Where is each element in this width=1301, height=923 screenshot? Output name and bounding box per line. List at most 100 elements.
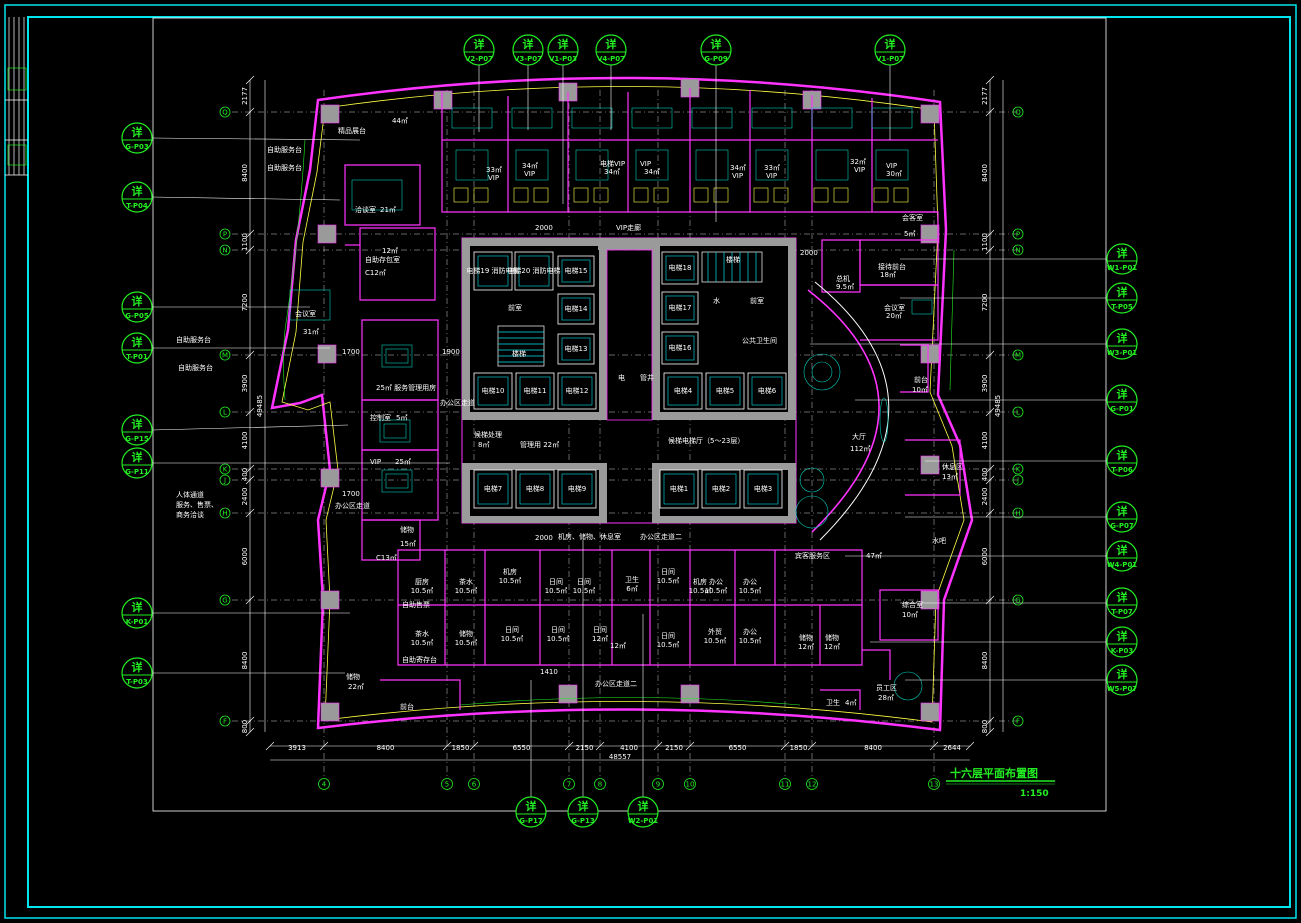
col-label-5: 5 (445, 781, 449, 789)
office-8-name: 办公 (743, 577, 757, 586)
marker-ref-left-0: G-P03 (125, 143, 149, 151)
vip-table-6 (811, 107, 853, 129)
office-10-area: 10.5㎡ (411, 639, 434, 647)
right-room-5-name: 大厅 (852, 432, 866, 441)
vdim-tick-1 (245, 107, 255, 117)
vdim-value-right_dims-8: 6000 (981, 548, 989, 566)
left-note-6: 服务、售票、 (176, 500, 218, 509)
hdim-value-4: 2150 (576, 744, 594, 752)
vip-room-7-area: 32㎡ (850, 158, 866, 166)
office-12-name: 日间 (505, 626, 519, 634)
lobby-round-table (803, 353, 841, 391)
left-table-top-2 (383, 423, 407, 439)
row-label-left-F: F (223, 718, 227, 726)
partitions (344, 88, 961, 710)
office-19-name: 储物 (825, 633, 839, 642)
left-room-5: C12㎡ (365, 269, 386, 277)
office-17-area: 10.5㎡ (739, 637, 762, 645)
marker-glyph-right-4: 详 (1117, 448, 1128, 462)
marker-ref-right-1: T-P05 (1111, 303, 1133, 311)
office-17-name: 办公 (743, 627, 757, 636)
left-room-7-area: 5㎡ (396, 414, 407, 422)
hdim-value-0: 3913 (288, 744, 306, 752)
vip-door-0 (453, 187, 469, 203)
vip-table-4 (691, 107, 733, 129)
marker-glyph-left-1: 详 (132, 184, 143, 198)
left-note-2: 自助服务台 (267, 163, 302, 172)
col-bubble-7 (563, 778, 575, 790)
marker-circle-bottom-2 (627, 796, 659, 828)
stair-label-right: 楼梯 (726, 255, 740, 264)
marker-circle-right-1 (1106, 282, 1138, 314)
vdim-tick-3 (245, 245, 255, 255)
office-11-name: 储物 (459, 629, 473, 638)
right-room-11-area: 4㎡ (845, 699, 856, 707)
left-room-11: C13㎡ (376, 554, 397, 562)
marker-ref-bottom-0: G-P17 (519, 817, 543, 825)
row-label-left-K: K (223, 466, 228, 474)
lift-shaft-tl4-0 (557, 293, 595, 325)
marker-ref-top-2: V1-P03 (549, 55, 577, 63)
vdim-tick-2 (245, 229, 255, 239)
office-0-area: 10.5㎡ (411, 587, 434, 595)
corridor-mid-prefix: 机房、储物、休息室 (558, 532, 621, 541)
office-19-area: 12㎡ (824, 643, 840, 651)
hdim-value-10: 2644 (943, 744, 961, 752)
vip-room-8-name: VIP (886, 162, 897, 170)
right-room-3-name: 会客室 (902, 213, 923, 222)
right-room-10-area: 10㎡ (902, 611, 918, 619)
row-label-right-M: M (1015, 352, 1021, 360)
left-table-0 (381, 344, 413, 368)
office-12-area: 10.5㎡ (501, 635, 524, 643)
bottom-dim-1410: 1410 (540, 668, 558, 676)
column-13 (920, 590, 940, 610)
left-note-1: 自助服务台 (267, 145, 302, 154)
row-bubble-left-K (219, 463, 231, 475)
col-label-6: 6 (472, 781, 477, 789)
marker-glyph-right-7: 详 (1117, 590, 1128, 604)
marker-circle-top-0 (463, 34, 495, 66)
inner-frame (27, 16, 1291, 908)
hdim-value-5: 4100 (620, 744, 638, 752)
right-room-8: 水吧 (932, 536, 946, 545)
left-room-6: 25㎡ 服务管理用房 (376, 383, 436, 392)
vdim-value-right_dims-9: 8400 (981, 652, 989, 670)
office-13-name: 日间 (551, 626, 565, 634)
lift-shaft-mr-0 (663, 372, 703, 410)
vip-table-7 (871, 107, 913, 129)
lift-shaft-tr1-0 (661, 251, 699, 285)
top-dim-2000: 2000 (535, 224, 553, 232)
marker-circle-right-3 (1106, 384, 1138, 416)
marker-ref-right-2: W3-P01 (1107, 349, 1137, 357)
core-misc-1: 前室 (508, 303, 522, 312)
vdim-tick-5 (985, 407, 995, 417)
marker-circle-top-5 (874, 34, 906, 66)
row-label-left-N: N (222, 247, 227, 255)
vdim-value-left_dims-4: 3900 (241, 375, 249, 393)
vdim-tick-5 (245, 407, 255, 417)
mid-dim-2000: 2000 (535, 534, 553, 542)
lift-label-tl3-0: 电梯15 (565, 266, 588, 275)
office-13-area: 10.5㎡ (547, 635, 570, 643)
hdim-tick-5 (595, 741, 605, 751)
marker-ref-top-4: G-P09 (704, 55, 728, 63)
left-room-1-name: 洽谈室 (355, 205, 376, 214)
vip-door-2 (573, 187, 589, 203)
lift-car-bl-1 (519, 473, 551, 505)
col-bubble-9 (652, 778, 664, 790)
marker-glyph-right-0: 详 (1117, 246, 1128, 260)
lift-label-br-0: 电梯1 (670, 484, 688, 493)
marker-ref-right-3: G-P01 (1110, 405, 1134, 413)
vip-door-1 (513, 187, 529, 203)
vip-door-7 (873, 187, 889, 203)
vip-corridor-label: VIP走廊 (616, 223, 641, 232)
vip-sofa-0 (455, 149, 489, 181)
left-room-10-area: 15㎡ (400, 540, 416, 548)
marker-circle-left-3 (121, 332, 153, 364)
marker-glyph-top-0: 详 (474, 37, 485, 51)
office-9-name: 机房 (693, 577, 707, 586)
left-note-7: 商务洽谈 (176, 510, 204, 519)
marker-circle-bottom-1 (567, 796, 599, 828)
vdim-tick-2 (985, 229, 995, 239)
lift-shaft-ml-0 (473, 372, 513, 410)
